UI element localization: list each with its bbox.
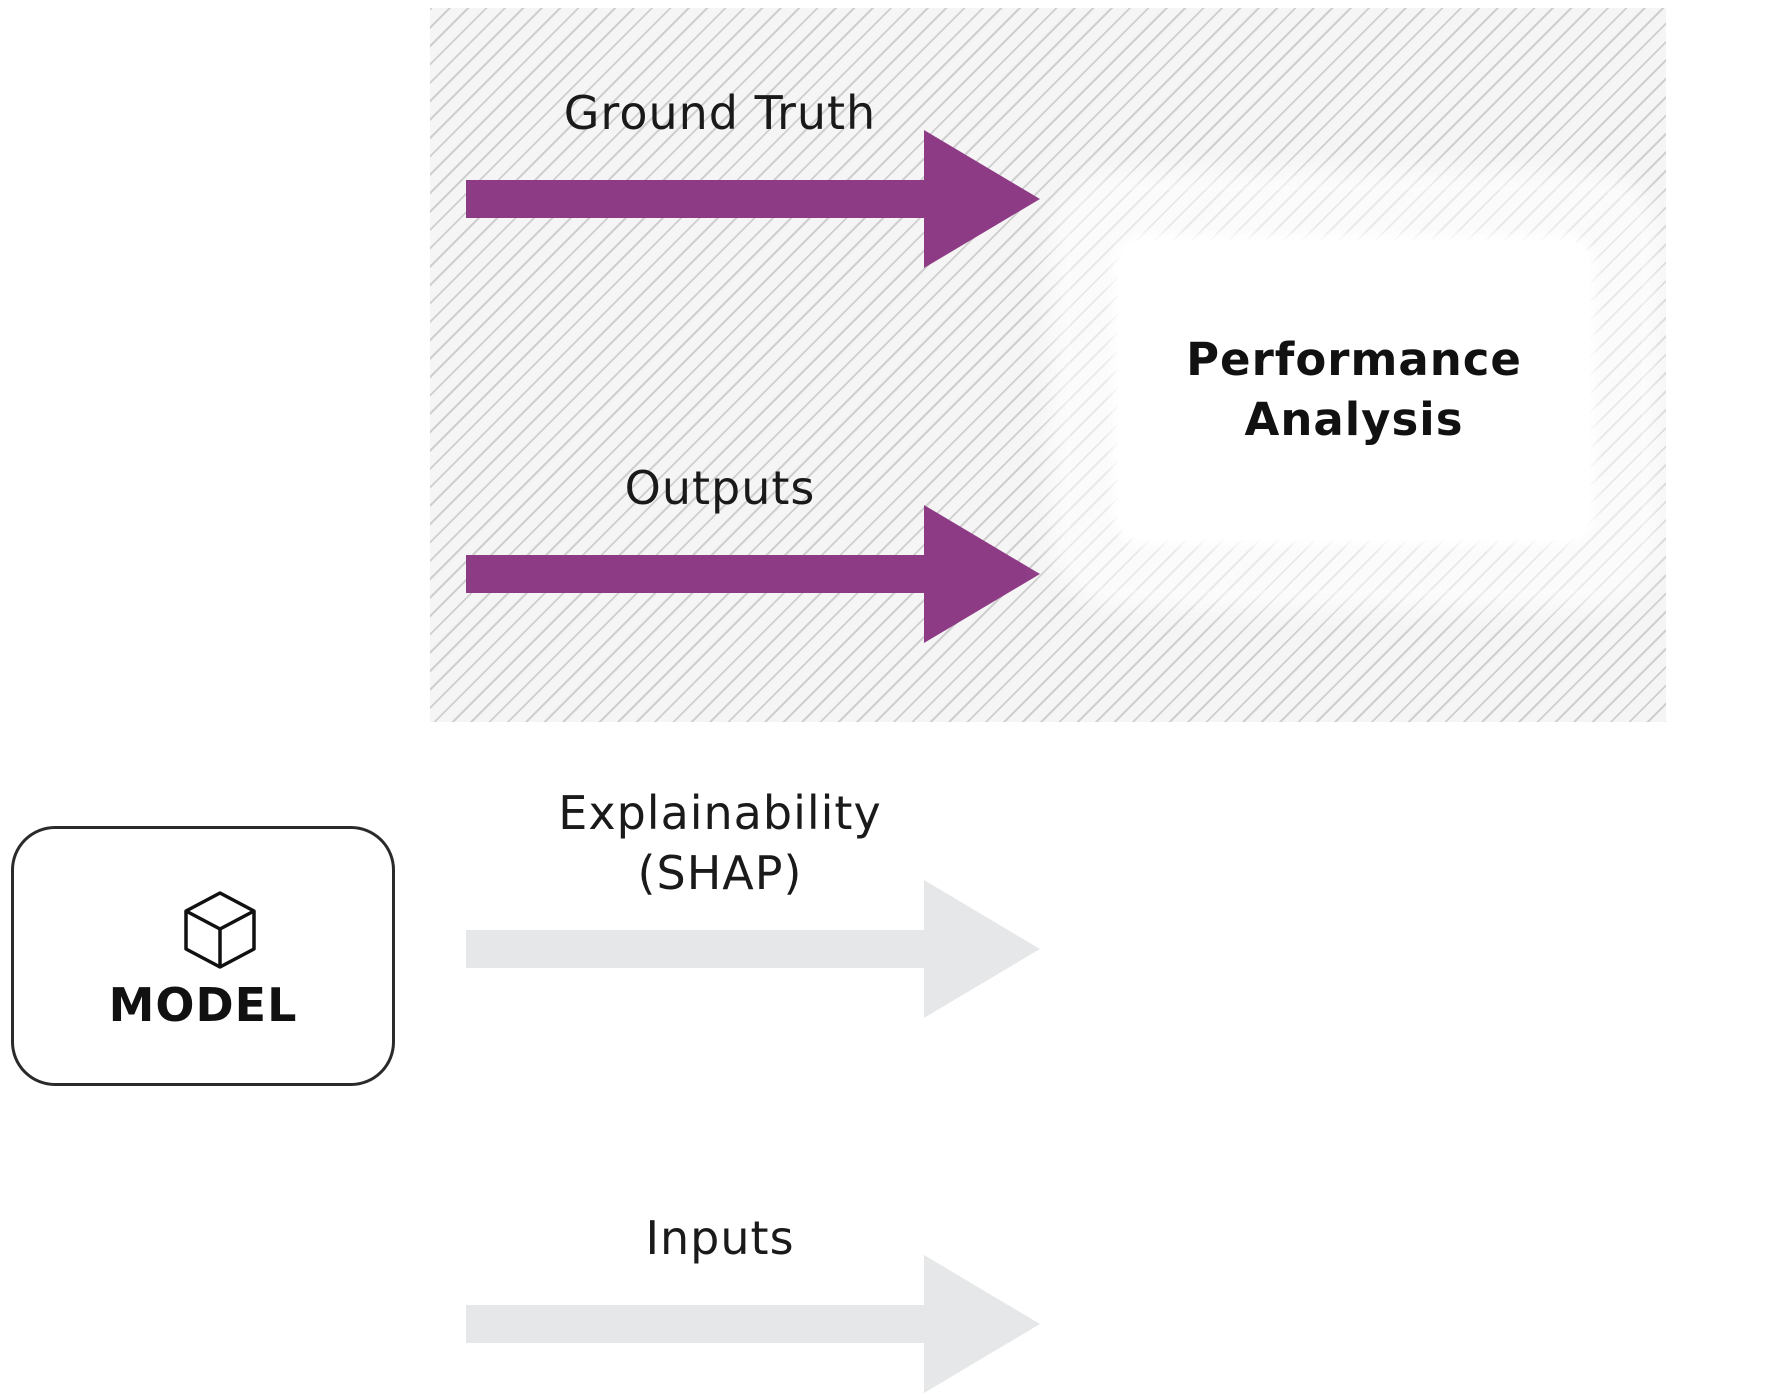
cube-icon [184, 891, 256, 969]
performance-analysis-line1: Performance [1186, 333, 1522, 386]
ground-truth-arrow [466, 130, 1040, 268]
model-box: MODEL [11, 826, 395, 1086]
outputs-label: Outputs [624, 461, 816, 515]
ground-truth-label: Ground Truth [563, 86, 877, 140]
explainability-label-line2: (SHAP) [637, 846, 803, 900]
model-label: MODEL [108, 978, 298, 1032]
explainability-label: Explainability (SHAP) [520, 783, 920, 903]
performance-analysis-line2: Analysis [1244, 393, 1464, 446]
outputs-arrow [466, 505, 1040, 643]
outputs-arrow-shape [466, 505, 1040, 643]
inputs-label: Inputs [645, 1211, 795, 1265]
ground-truth-arrow-shape [466, 130, 1040, 268]
explainability-label-line1: Explainability [558, 786, 882, 840]
inputs-arrow-shape [466, 1255, 1040, 1393]
explainability-arrow [466, 880, 1040, 1018]
inputs-arrow [466, 1255, 1040, 1393]
explainability-arrow-shape [466, 880, 1040, 1018]
performance-analysis-box: Performance Analysis [1118, 240, 1590, 540]
